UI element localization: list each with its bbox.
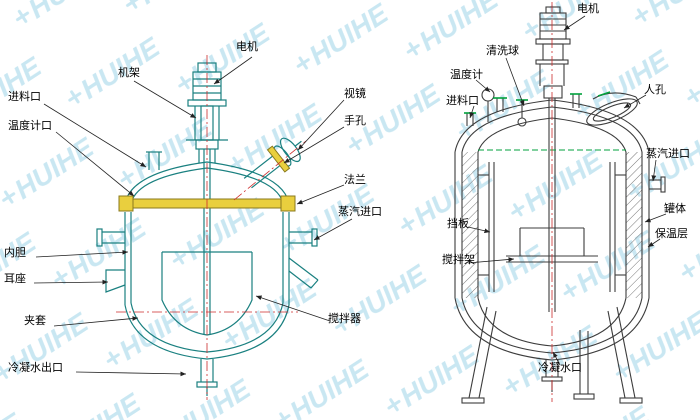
label-left-inner-liner: 内胆 xyxy=(4,247,26,259)
left-discharge-chute xyxy=(288,257,319,289)
label-right-motor: 电机 xyxy=(577,3,599,15)
label-left-flange: 法兰 xyxy=(344,174,366,186)
label-left-frame: 机架 xyxy=(118,67,140,79)
label-left-sight-glass: 视镜 xyxy=(344,88,366,100)
left-agitator xyxy=(161,149,253,336)
label-left-agitator: 搅拌器 xyxy=(328,313,361,325)
label-right-insulation-layer: 保温层 xyxy=(655,228,688,240)
label-left-motor: 电机 xyxy=(236,41,258,53)
right-wall-hatch-left xyxy=(462,152,478,298)
label-left-lug-support: 耳座 xyxy=(4,273,26,285)
label-right-thermometer: 温度计 xyxy=(450,69,483,81)
label-left-condensate-outlet: 冷凝水出口 xyxy=(8,362,63,374)
label-left-hand-hole: 手孔 xyxy=(344,115,366,127)
label-left-thermometer-port: 温度计口 xyxy=(8,120,52,132)
label-right-agitator-frame: 搅拌架 xyxy=(442,254,475,266)
left-handhole xyxy=(243,137,302,189)
right-wall-hatch-right xyxy=(626,152,642,298)
label-right-condensate-port: 冷凝水口 xyxy=(538,362,582,374)
label-right-baffle: 挡板 xyxy=(447,218,469,230)
label-left-feed-inlet: 进料口 xyxy=(8,91,41,103)
label-right-manhole: 人孔 xyxy=(644,84,666,96)
label-right-tank-body: 罐体 xyxy=(664,203,686,215)
label-left-steam-inlet: 蒸汽进口 xyxy=(338,206,382,218)
right-baffles xyxy=(478,162,626,292)
label-right-cleaning-ball: 清洗球 xyxy=(486,45,519,57)
label-right-feed-inlet: 进料口 xyxy=(446,95,479,107)
leader-lines xyxy=(33,15,667,377)
label-right-steam-inlet: 蒸汽进口 xyxy=(646,148,690,160)
right-legs xyxy=(461,306,643,404)
label-left-jacket: 夹套 xyxy=(24,315,46,327)
left-side-nozzle xyxy=(96,228,125,247)
right-body-walls xyxy=(454,152,650,298)
centerlines xyxy=(116,2,553,402)
left-feed-nozzle xyxy=(146,151,162,170)
